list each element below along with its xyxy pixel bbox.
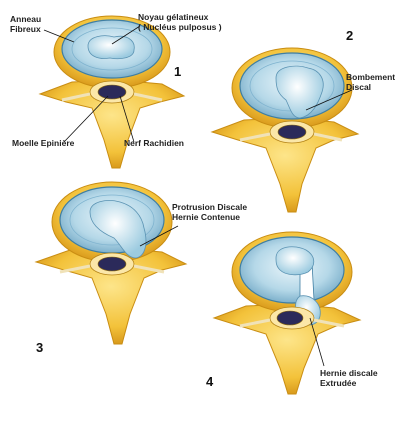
label-annulus-line-2: Fibreux [10, 24, 41, 34]
vertebra-stage-4 [212, 231, 362, 395]
label-protrusion-line-1: Protrusion Discale [172, 202, 248, 212]
label-bulge-line-2: Discal [346, 82, 372, 92]
label-extruded-line-2: Extrudée [320, 378, 357, 388]
spinal-cord-4 [276, 310, 304, 326]
label-spinal-nerve: Nerf Rachidien [124, 138, 184, 148]
leader-nerve [119, 95, 135, 143]
stage-number-4: 4 [206, 374, 214, 389]
stage-number-3: 3 [36, 340, 44, 355]
label-annulus: Anneau Fibreux [10, 14, 41, 34]
vertebra-stage-3 [34, 181, 188, 345]
leader-extruded [309, 317, 325, 367]
label-extruded-hernia: Hernie discale Extrudée [320, 368, 378, 388]
label-nucleus-line-2: ( Nucléus pulposus ) [138, 22, 222, 32]
leader-lines [43, 25, 353, 367]
disc-3-nucleus [89, 200, 147, 259]
label-protrusion: Protrusion Discale Hernie Contenue [172, 202, 247, 222]
label-annulus-line-1: Anneau [10, 14, 42, 24]
label-spinal-cord: Moelle Epinière [12, 138, 75, 148]
stage-number-1: 1 [174, 64, 182, 79]
label-nucleus: Noyau gélatineux ( Nucléus pulposus ) [138, 12, 222, 32]
leader-nucleus [111, 25, 141, 45]
leader-protrusion [139, 225, 179, 247]
leader-annulus [43, 29, 75, 43]
label-disc-bulge: Bombement Discal [346, 72, 395, 92]
stage-number-2: 2 [346, 28, 354, 43]
vertebra-stage-2 [210, 47, 360, 213]
label-extruded-line-1: Hernie discale [320, 368, 378, 378]
label-bulge-line-1: Bombement [346, 72, 396, 82]
spinal-cord-1 [97, 84, 127, 100]
disc-4-nucleus [275, 246, 315, 276]
disc-2-nucleus [275, 65, 324, 119]
vertebra-stage-1 [38, 15, 186, 169]
spinal-cord-2 [277, 124, 307, 140]
leader-bulge [305, 89, 353, 111]
leader-cord [63, 95, 109, 143]
disc-1-nucleus [87, 35, 135, 60]
spinal-cord-3 [97, 256, 127, 272]
label-protrusion-line-2: Hernie Contenue [172, 212, 241, 222]
label-nucleus-line-1: Noyau gélatineux [138, 12, 209, 22]
